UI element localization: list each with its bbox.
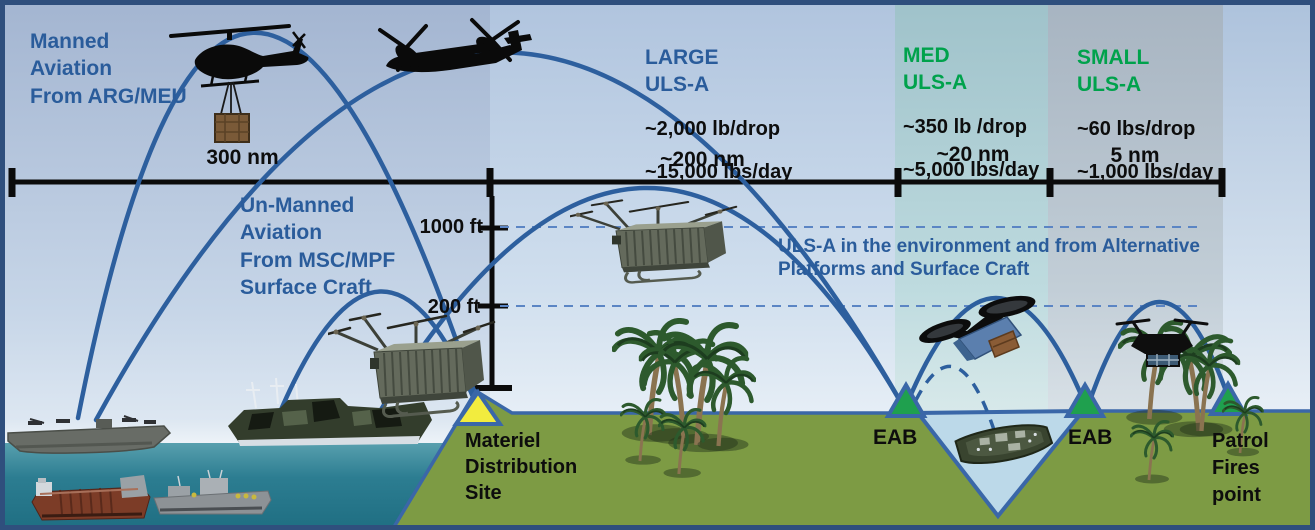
deck-aircraft [28,415,156,425]
dashed-hop-arc [914,364,998,437]
land-mass [392,391,1315,530]
camouflage-cargo-ship-icon [228,377,432,446]
quadcopter-load [1146,353,1180,367]
red-cargo-ship-icon [31,475,151,521]
altitude-200ft-label: 200 ft [427,296,480,318]
eab-2-marker [1063,381,1107,418]
cargo-drone-icon-2 [570,198,738,284]
osprey-icon [378,18,532,73]
patrol-fires-point-label: Patrol Fires point [1212,430,1269,506]
large-uls-drop: ~2,000 lb/drop [645,117,781,140]
materiel-site-marker [452,388,504,426]
materiel-distribution-site-label: Materiel Distribution Site [465,430,578,504]
sky-band-right [1223,0,1315,414]
large-uls-per-day: ~15,000 lbs/day [645,161,793,184]
large-uls-title: LARGE ULS-A [645,46,719,97]
small-uls-per-day: ~1,000 lbs/day [1077,161,1214,184]
arc-med-uls [903,295,1089,409]
sling-cargo-box [214,113,250,143]
eab-1-marker [884,381,928,418]
distance-200nm: ~200 nm [660,148,745,171]
distance-5nm: 5 nm [1110,144,1160,167]
med-uls-drop: ~350 lb /drop [903,115,1027,138]
small-uls-drop: ~60 lbs/drop [1077,117,1196,140]
distance-20nm: ~20 nm [936,143,1010,166]
cargo-drone-icon-1 [328,312,496,418]
sling-lines [220,81,242,115]
helicopter-icon [169,24,309,143]
uls-environment-label: ULS-A in the environment and from Altern… [778,236,1200,281]
unmanned-aviation-label: Un-Manned Aviation From MSC/MPF Surface … [240,194,396,299]
large-uls-block: LARGE ULS-A ~2,000 lb/drop ~15,000 lbs/d… [645,26,792,204]
med-uls-title: MED ULS-A [903,44,968,95]
arc-manned-helicopter [75,30,481,421]
eab-2-label: EAB [1068,426,1113,449]
arc-large-uls [373,185,906,421]
med-uls-per-day: ~5,000 lbs/day [903,159,1040,182]
small-uls-block: SMALL ULS-A ~60 lbs/drop ~1,000 lbs/day [1077,26,1213,204]
med-uls-block: MED ULS-A ~350 lb /drop ~5,000 lbs/day [903,24,1039,202]
supply-ship-icon [153,469,272,515]
landing-craft-icon [954,424,1054,465]
tiltrotor-drone-icon [919,295,1036,361]
eab-1-label: EAB [873,426,918,449]
amphibious-ship-icon [7,415,172,454]
drone-package [988,330,1020,358]
distance-300nm: 300 nm [206,146,279,169]
quadcopter-icon [1115,318,1209,367]
small-uls-title: SMALL ULS-A [1077,46,1150,97]
manned-aviation-label: Manned Aviation From ARG/MEU [30,30,187,108]
altitude-1000ft-label: 1000 ft [419,216,483,238]
distance-scale-ticks [8,168,1226,197]
